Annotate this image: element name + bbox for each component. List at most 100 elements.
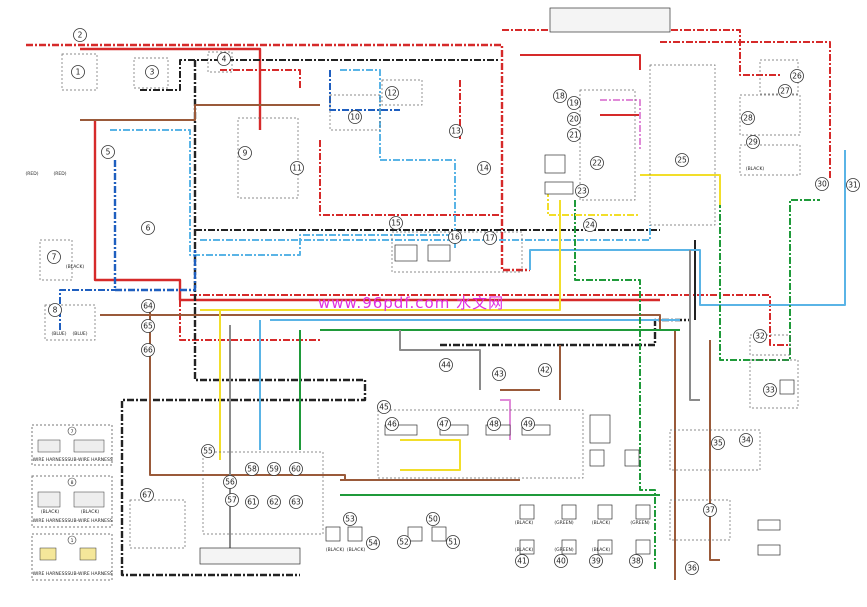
component-callout-38: [629, 554, 643, 568]
component-callout-44: [439, 358, 453, 372]
yellow-wire: [400, 439, 461, 471]
component-callout-41: [515, 554, 529, 568]
component-callout-1: [71, 65, 85, 79]
component-outline: [381, 79, 423, 106]
component-callout-31: [846, 178, 860, 192]
component-number: 27: [780, 87, 790, 96]
component-number: 31: [848, 181, 858, 190]
component-callout-32: [753, 329, 767, 343]
connector-block: [325, 526, 341, 542]
brown-wire: [80, 104, 320, 121]
legend-caption: SUB-WIRE HARNESS: [67, 457, 113, 463]
connector-legend: 7 8 1 WIRE HARNESS SUB-WIRE HARNESS (BLA…: [31, 424, 113, 581]
component-callout-45: [377, 400, 391, 414]
component-callout-52: [397, 535, 411, 549]
component-number: 55: [203, 447, 213, 456]
component-callout-61: [245, 495, 259, 509]
component-number: 6: [146, 224, 151, 233]
blue-wire: [329, 70, 400, 111]
connector-block: [521, 424, 551, 436]
component-callout-5: [101, 145, 115, 159]
component-number: 34: [741, 436, 751, 445]
component-number: 24: [585, 221, 595, 230]
connector-tag: (GREEN): [554, 547, 573, 553]
component-outline: [237, 117, 299, 199]
component-outline: [133, 57, 169, 89]
component-callout-53: [343, 512, 357, 526]
component-number: 53: [345, 515, 355, 524]
connector-tag: (BLACK): [746, 166, 765, 172]
component-number: 56: [225, 478, 235, 487]
green-wire: [719, 175, 820, 361]
component-callout-4: [217, 52, 231, 66]
connector-block: [779, 379, 795, 395]
component-number: 19: [569, 99, 579, 108]
component-number: 30: [817, 180, 827, 189]
connector-block: [407, 526, 423, 542]
component-callout-11: [290, 161, 304, 175]
component-number: 50: [428, 515, 438, 524]
connector-block: [519, 504, 535, 520]
connector-block: [757, 544, 781, 556]
connector-block: [427, 244, 451, 262]
component-number: 45: [379, 403, 389, 412]
watermark-text: www.96pdf.com 水文网: [318, 294, 504, 312]
component-outline: [669, 429, 761, 471]
component-number: 8: [53, 306, 58, 315]
component-number: 23: [577, 187, 587, 196]
connector-tag: (BLACK): [515, 547, 534, 553]
connector-block: [544, 154, 566, 174]
component-number: 7: [52, 253, 57, 262]
component-callout-65: [141, 319, 155, 333]
black-wire: [140, 59, 500, 91]
connector-block: [544, 181, 574, 195]
component-callout-56: [223, 475, 237, 489]
component-number: 21: [569, 131, 579, 140]
component-number: 59: [269, 465, 279, 474]
component-callout-60: [289, 462, 303, 476]
connector-tag: (GREEN): [630, 520, 649, 526]
component-outline: [739, 144, 801, 176]
connector-block: [347, 526, 363, 542]
gray-wire: [399, 330, 481, 390]
connector-block: [589, 449, 605, 467]
component-callout-40: [554, 554, 568, 568]
red-wire: [660, 41, 831, 180]
component-outline: [44, 304, 96, 341]
component-number: 39: [591, 557, 601, 566]
component-number: 61: [247, 498, 257, 507]
lightblue-wire: [110, 129, 460, 256]
component-number: 13: [451, 127, 461, 136]
connector-block: [624, 449, 640, 467]
connector-tag: (RED): [26, 171, 39, 177]
component-callout-39: [589, 554, 603, 568]
red-wire: [220, 69, 301, 90]
component-callout-55: [201, 444, 215, 458]
legend-caption: WIRE HARNESS: [33, 518, 68, 524]
component-number: 4: [222, 55, 227, 64]
red-wire: [190, 294, 790, 346]
component-outline: [649, 64, 716, 226]
component-callout-36: [685, 561, 699, 575]
component-callout-20: [567, 112, 581, 126]
component-callout-42: [538, 363, 552, 377]
component-number: 67: [142, 491, 152, 500]
component-outline: [669, 499, 731, 541]
component-number: 14: [479, 164, 489, 173]
legend-number: 7: [71, 429, 74, 435]
component-number: 32: [755, 332, 765, 341]
component-number: 35: [713, 439, 723, 448]
black-wire: [120, 60, 367, 577]
red-wire: [179, 300, 320, 341]
component-callout-48: [487, 417, 501, 431]
gray-wire: [689, 250, 700, 401]
component-number: 36: [687, 564, 697, 573]
brown-wire: [149, 300, 346, 480]
connector-block: [549, 7, 671, 33]
component-number: 37: [705, 506, 715, 515]
yellow-wire: [200, 200, 561, 311]
component-number: 49: [523, 420, 533, 429]
component-callout-8: [48, 303, 62, 317]
legend-number: 1: [71, 538, 74, 544]
component-outline: [39, 239, 73, 281]
